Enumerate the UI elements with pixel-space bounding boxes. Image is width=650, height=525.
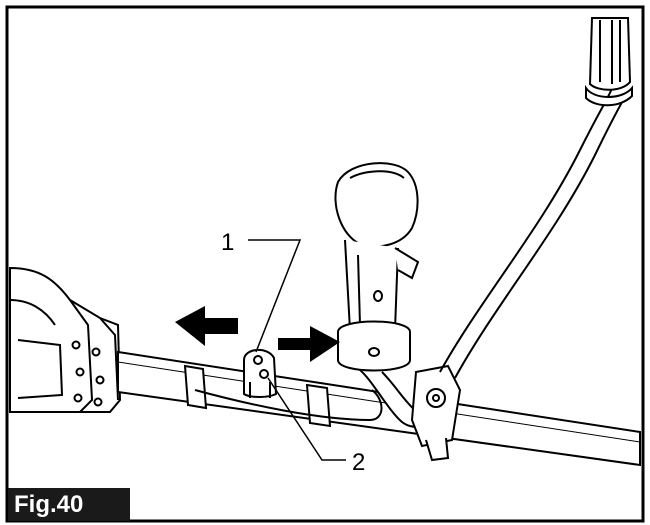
control-handle bbox=[334, 162, 420, 372]
throttle-cable bbox=[194, 389, 383, 422]
callout-2-label: 2 bbox=[352, 449, 365, 476]
engine-housing bbox=[9, 266, 122, 413]
handle-clamp bbox=[359, 364, 462, 462]
callout-2-leader bbox=[267, 377, 346, 461]
arrow-left-icon bbox=[175, 306, 238, 346]
bracket-bolt-lower bbox=[259, 369, 269, 379]
callout-1-leader bbox=[248, 239, 302, 353]
upper-grip bbox=[585, 17, 633, 107]
arrow-right-icon bbox=[278, 326, 340, 362]
bracket-bolt-upper bbox=[253, 355, 263, 365]
callout-1-label: 1 bbox=[221, 229, 234, 256]
figure-label: Fig.40 bbox=[8, 488, 130, 521]
shaft-clip-left bbox=[183, 364, 208, 410]
shaft-clip-right bbox=[305, 383, 332, 428]
